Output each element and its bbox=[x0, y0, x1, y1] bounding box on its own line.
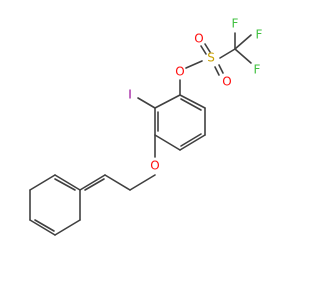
atom-label-o-triflate: O bbox=[175, 65, 184, 79]
bond bbox=[154, 94, 181, 109]
bond bbox=[180, 133, 202, 147]
atom-label-o-s-top: O bbox=[194, 32, 203, 46]
bond bbox=[84, 178, 105, 191]
bond bbox=[54, 178, 76, 191]
bond bbox=[214, 66, 220, 76]
bond bbox=[204, 43, 211, 53]
bond bbox=[218, 64, 224, 74]
bond bbox=[200, 45, 207, 55]
bonds bbox=[29, 32, 252, 236]
bond bbox=[34, 219, 55, 232]
bond bbox=[54, 174, 81, 191]
bond bbox=[180, 98, 202, 111]
bond bbox=[234, 34, 252, 50]
bond bbox=[219, 48, 236, 59]
bond bbox=[29, 219, 56, 236]
atom-label-f-bottom: F bbox=[254, 63, 261, 77]
bond bbox=[104, 174, 131, 191]
atom-label-s: S bbox=[207, 51, 215, 65]
bond bbox=[179, 94, 206, 109]
atom-label-o-s-bottom: O bbox=[222, 75, 231, 89]
molecule-diagram: O S O O F F F I O bbox=[29, 17, 263, 236]
atom-label-iodine: I bbox=[128, 88, 132, 102]
bond bbox=[137, 97, 156, 109]
atom-labels: O S O O F F F I O bbox=[128, 17, 262, 173]
atom-label-f-right: F bbox=[256, 28, 263, 42]
bond bbox=[129, 174, 156, 191]
bond bbox=[79, 174, 106, 191]
bond bbox=[234, 48, 252, 64]
atom-label-o-benzyl: O bbox=[150, 159, 159, 173]
bond bbox=[29, 174, 56, 191]
bond bbox=[154, 134, 181, 151]
atom-label-f-top: F bbox=[232, 17, 239, 31]
bond bbox=[185, 60, 203, 69]
molecule-structure: O S O O F F F I O bbox=[29, 17, 263, 236]
bond bbox=[179, 134, 206, 151]
bond bbox=[54, 219, 81, 236]
